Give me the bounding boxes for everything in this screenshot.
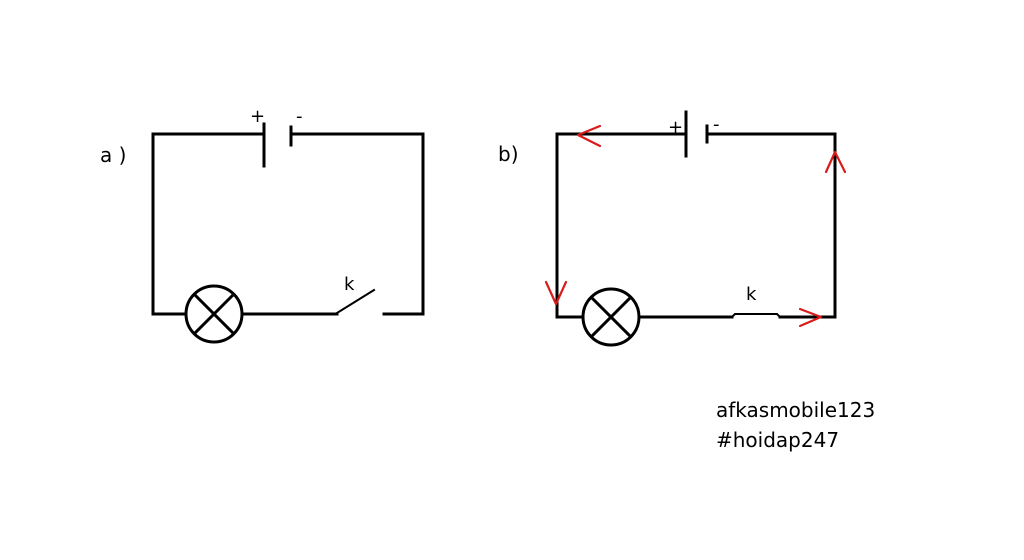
circuit-a-battery: + - — [250, 106, 303, 168]
circuit-a-lamp-cross-2 — [193, 293, 235, 335]
circuit-b-lamp — [581, 287, 641, 347]
circuit-a: a ) + - k — [100, 106, 425, 344]
circuit-b-switch: k — [730, 284, 782, 319]
circuit-a-battery-plus: + — [250, 106, 265, 127]
circuit-b-label: b) — [498, 142, 519, 166]
current-arrow-down-icon — [544, 280, 568, 306]
credit-author: afkasmobile123 — [716, 398, 875, 422]
circuit-a-lamp — [184, 284, 244, 344]
circuit-a-battery-minus: - — [296, 106, 303, 127]
circuit-b-battery: + - — [668, 110, 720, 158]
current-arrow-right-icon — [798, 307, 823, 328]
circuit-b-wire-left — [555, 132, 688, 319]
circuit-b-wire-right — [705, 132, 837, 319]
circuit-b: b) + - k — [498, 110, 847, 347]
circuit-b-lamp-cross-2 — [590, 296, 632, 338]
credit-tag: #hoidap247 — [716, 428, 839, 452]
circuit-a-wire-right — [289, 132, 425, 316]
circuit-a-switch-blade — [335, 288, 376, 315]
current-arrows — [544, 124, 847, 328]
circuit-a-wire-left — [151, 132, 266, 316]
credits: afkasmobile123 #hoidap247 — [716, 398, 875, 452]
circuit-a-switch-label: k — [344, 274, 355, 295]
current-arrow-up-icon — [824, 150, 847, 174]
circuit-b-battery-plus: + — [668, 117, 683, 138]
circuit-b-battery-minus: - — [713, 114, 720, 135]
circuit-b-switch-contact — [730, 313, 782, 319]
circuit-a-label: a ) — [100, 143, 126, 167]
circuit-b-switch-label: k — [746, 284, 757, 305]
circuit-a-switch: k — [335, 274, 376, 315]
current-arrow-left-icon — [576, 124, 602, 148]
